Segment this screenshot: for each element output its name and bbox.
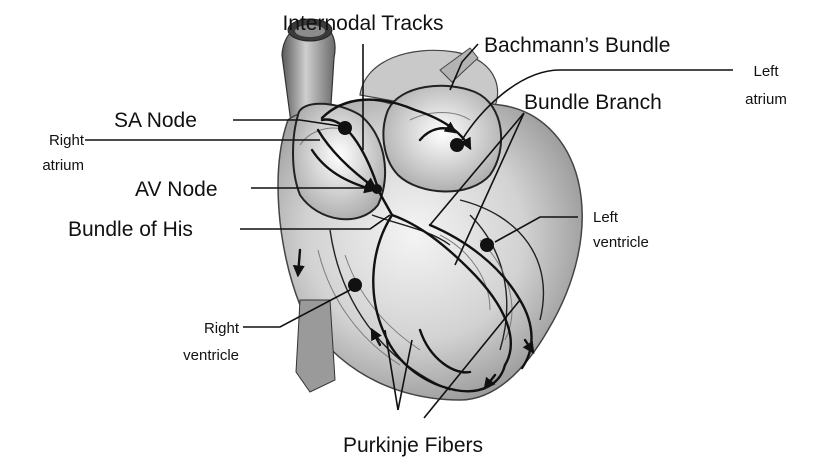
right-atrium-label-line1: Right	[49, 132, 85, 149]
left-ventricle-label-line2: ventricle	[593, 234, 649, 251]
left-atrium-label-line1: Left	[753, 63, 779, 80]
av-node-label: AV Node	[135, 178, 218, 201]
internodal-tracks-label: Internodal Tracks	[282, 12, 443, 35]
right-ventricle-label-line2: ventricle	[183, 347, 239, 364]
sa-node-dot-icon	[338, 121, 352, 135]
left-ventricle-dot-icon	[480, 238, 494, 252]
sa-node-label: SA Node	[114, 109, 197, 132]
purkinje-fibers-label: Purkinje Fibers	[343, 434, 483, 457]
bundle-branch-label: Bundle Branch	[524, 91, 662, 114]
inferior-vena-cava	[296, 300, 335, 392]
right-atrium-label-line2: atrium	[42, 157, 84, 174]
right-ventricle-label-line1: Right	[204, 320, 240, 337]
heart-illustration	[278, 19, 582, 400]
bundle-of-his-label: Bundle of His	[68, 218, 193, 241]
av-node-dot-icon	[372, 184, 382, 194]
right-ventricle-dot-icon	[348, 278, 362, 292]
bachmanns-bundle-label: Bachmann’s Bundle	[484, 34, 670, 57]
left-atrium-label-line2: atrium	[745, 91, 787, 108]
left-atrium-cavity	[383, 86, 501, 192]
left-atrium-dot-icon	[450, 138, 464, 152]
left-ventricle-label-line1: Left	[593, 209, 619, 226]
